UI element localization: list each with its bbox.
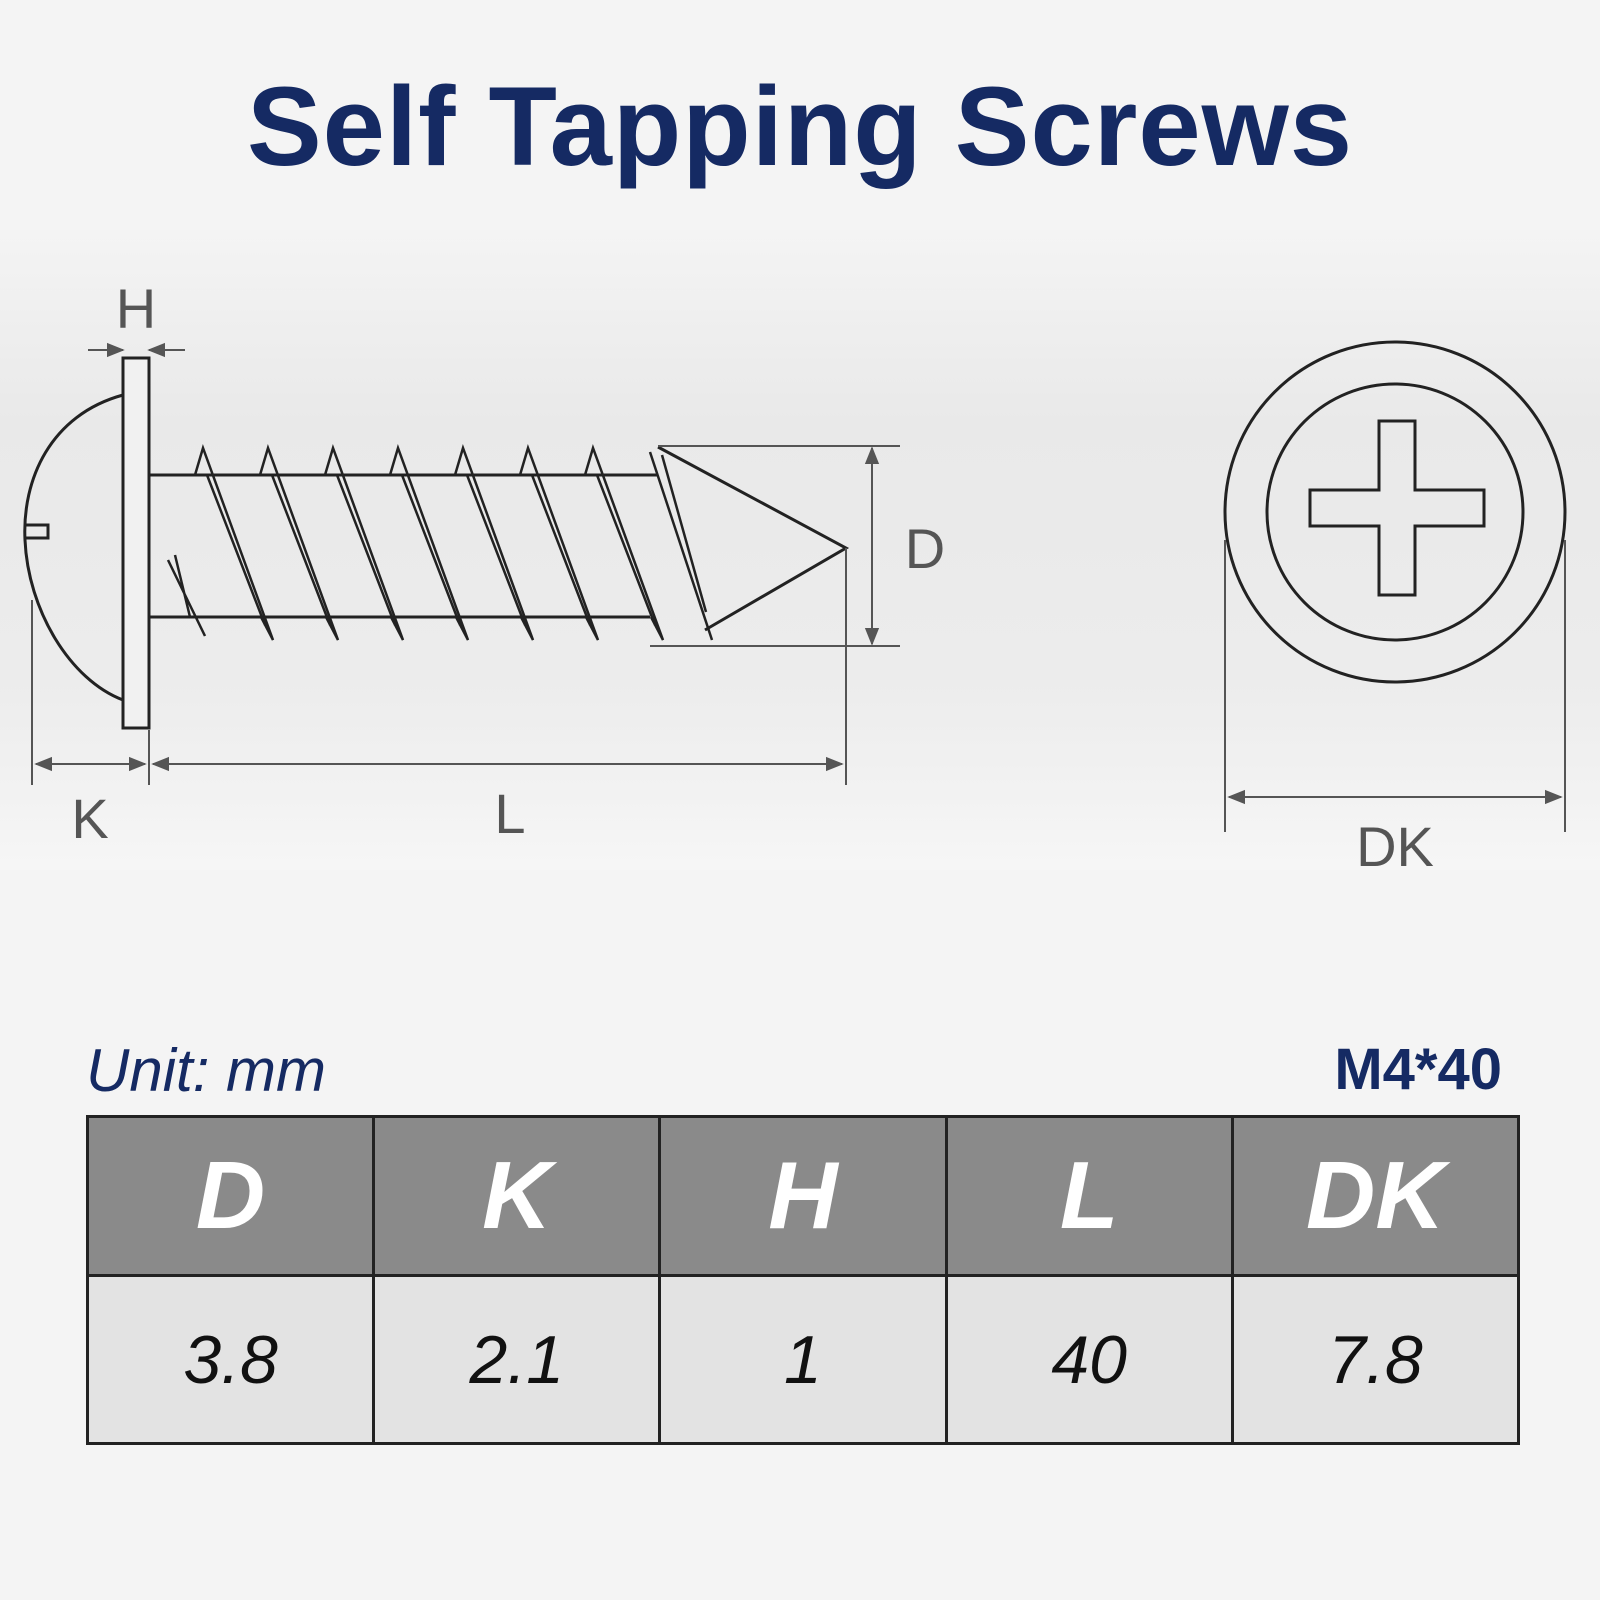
- table-row: 3.8 2.1 1 40 7.8: [85, 1274, 1521, 1445]
- thread-crest: [258, 444, 340, 641]
- dimension-lines: [31, 342, 1566, 832]
- unit-label: Unit: mm: [86, 1037, 326, 1104]
- value-l: 40: [944, 1274, 1234, 1445]
- header-k: K: [372, 1115, 662, 1277]
- thread-crest: [648, 451, 714, 641]
- screw-head-slot: [26, 523, 50, 540]
- screw-flange: [121, 356, 151, 730]
- thread-crest: [193, 444, 275, 641]
- head-inner-circle: [1265, 382, 1525, 642]
- table-header-row: D K H L DK: [85, 1115, 1521, 1277]
- thread-crest: [583, 444, 665, 641]
- thread-crest: [388, 444, 470, 641]
- header-d: D: [85, 1115, 376, 1277]
- head-outer-circle: [1223, 340, 1567, 684]
- header-l: L: [944, 1115, 1234, 1277]
- dimension-table: D K H L DK 3.8 2.1 1 40 7.8: [85, 1115, 1521, 1445]
- thread-crest: [323, 444, 405, 641]
- value-k: 2.1: [372, 1274, 662, 1445]
- dimension-label-l: L: [494, 782, 525, 845]
- page-title: Self Tapping Screws: [246, 64, 1354, 189]
- header-dk: DK: [1230, 1115, 1521, 1277]
- header-h: H: [658, 1115, 948, 1277]
- dimension-label-d: D: [905, 517, 945, 580]
- thread-crest: [453, 444, 535, 641]
- screw-top-view: [1223, 340, 1567, 684]
- value-h: 1: [658, 1274, 948, 1445]
- phillips-cross-recess: [1308, 419, 1486, 597]
- thread-crest: [166, 554, 207, 637]
- screw-dimension-drawing: H D K L DK: [23, 277, 1567, 878]
- value-d: 3.8: [85, 1274, 376, 1445]
- dimension-label-dk: DK: [1356, 815, 1434, 878]
- model-label: M4*40: [1334, 1037, 1502, 1102]
- thread-crest: [518, 444, 600, 641]
- screw-head-dome: [23, 393, 124, 702]
- screw-side-view: [23, 356, 850, 730]
- dimension-label-k: K: [71, 787, 108, 850]
- dimension-label-h: H: [116, 277, 156, 340]
- screw-threads: [166, 444, 714, 641]
- value-dk: 7.8: [1230, 1274, 1521, 1445]
